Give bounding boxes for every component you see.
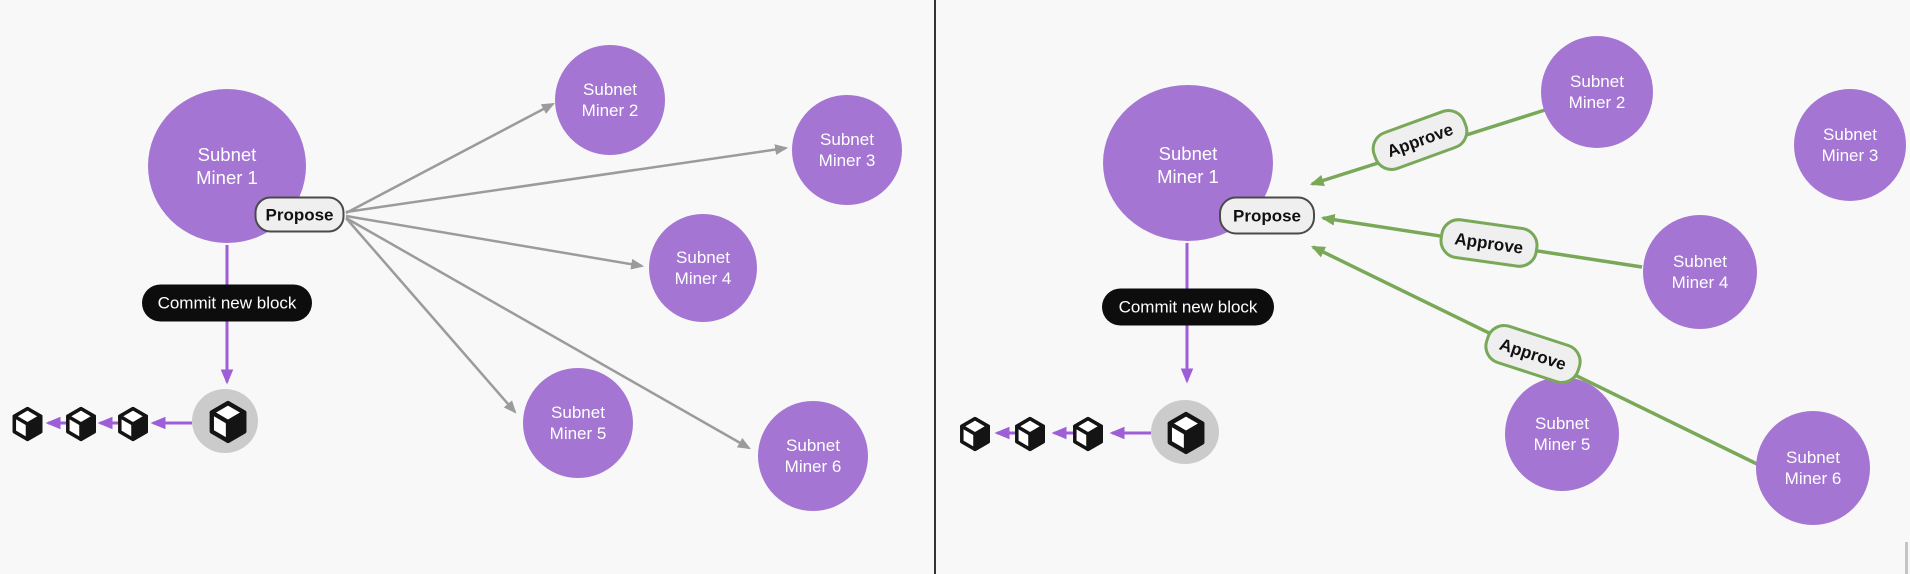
left-miner-6-label-line2: Miner 6 (785, 457, 842, 476)
left-miner-1-label-line2: Miner 1 (196, 167, 258, 188)
left-miner-3-label-line1: Subnet (820, 130, 874, 149)
left-commit-pill (142, 284, 312, 322)
left-propose-text: Propose (265, 206, 333, 225)
right-propose-label: Propose (1219, 196, 1315, 235)
left-miner-5-label-line1: Subnet (551, 403, 605, 422)
left-miner-5-label-line2: Miner 5 (550, 424, 607, 443)
right-miner-6-label-line1: Subnet (1786, 448, 1840, 467)
left-new-block-cube-icon (212, 403, 244, 441)
left-miner-4-circle (649, 214, 757, 322)
left-miner-4-label-line2: Miner 4 (675, 269, 732, 288)
right-miner-2-node: Subnet Miner 2 (1541, 36, 1653, 148)
right-miner-6-node: Subnet Miner 6 (1756, 411, 1870, 525)
right-miner-2-label-line1: Subnet (1570, 72, 1624, 91)
left-miner-2-node: Subnet Miner 2 (555, 45, 665, 155)
left-miner-5-node: Subnet Miner 5 (523, 368, 633, 478)
right-miner-3-label-line1: Subnet (1823, 125, 1877, 144)
right-block-cube-icon (1015, 416, 1045, 452)
right-miner-3-label-line2: Miner 3 (1822, 146, 1879, 165)
right-miner-3-circle (1794, 89, 1906, 201)
right-miner-5-node: Subnet Miner 5 (1505, 377, 1619, 491)
left-block-cube-icon (12, 406, 43, 442)
left-commit-label: Commit new block (142, 284, 312, 322)
left-miner-2-label-line2: Miner 2 (582, 101, 639, 120)
right-commit-pill (1102, 288, 1274, 326)
right-block-cube-icon (1073, 416, 1103, 452)
left-miner-1-label-line1: Subnet (198, 144, 257, 165)
right-miner-5-label-line1: Subnet (1535, 414, 1589, 433)
left-miner-2-label-line1: Subnet (583, 80, 637, 99)
left-commit-text: Commit new block (158, 294, 297, 313)
right-miner-2-label-line2: Miner 2 (1569, 93, 1626, 112)
left-propose-pill (254, 196, 345, 233)
approve-pill-2 (1439, 218, 1539, 268)
left-propose-label: Propose (254, 196, 345, 233)
right-miner-4-label-line1: Subnet (1673, 252, 1727, 271)
left-miner-6-label-line1: Subnet (786, 436, 840, 455)
left-miner-5-circle (523, 368, 633, 478)
approve-label-3: Approve (1484, 324, 1582, 384)
approve-label-2: Approve (1439, 218, 1539, 268)
left-block-cube-icon (66, 406, 96, 442)
right-miner-6-circle (1756, 411, 1870, 525)
left-block-cube-icon (118, 406, 148, 442)
right-new-block-cube-icon (1170, 414, 1202, 452)
left-panel: Subnet Miner 1 Subnet Miner 2 Subnet Min… (12, 45, 902, 511)
scrollbar-thumb[interactable] (1905, 542, 1908, 574)
right-miner-5-label-line2: Miner 5 (1534, 435, 1591, 454)
right-blockchain (960, 400, 1219, 464)
left-miner-4-label-line1: Subnet (676, 248, 730, 267)
left-miner-6-circle (758, 401, 868, 511)
right-miner-3-node: Subnet Miner 3 (1794, 89, 1906, 201)
right-propose-text: Propose (1233, 207, 1301, 226)
right-commit-label: Commit new block (1102, 288, 1274, 326)
left-blockchain (12, 389, 258, 453)
left-miner-3-node: Subnet Miner 3 (792, 95, 902, 205)
right-miner-1-label-line2: Miner 1 (1157, 166, 1219, 187)
propose-arrow-to-miner-6 (345, 216, 751, 450)
right-miner-4-node: Subnet Miner 4 (1643, 215, 1757, 329)
left-miner-3-circle (792, 95, 902, 205)
right-commit-text: Commit new block (1119, 298, 1258, 317)
left-miner-3-label-line2: Miner 3 (819, 151, 876, 170)
right-miner-4-label-line2: Miner 4 (1672, 273, 1729, 292)
right-panel: Subnet Miner 1 Subnet Miner 2 Subnet Min… (960, 36, 1906, 525)
approve-pill-3 (1484, 324, 1582, 384)
left-miner-6-node: Subnet Miner 6 (758, 401, 868, 511)
propose-arrow-to-miner-2 (345, 102, 555, 215)
left-miner-2-circle (555, 45, 665, 155)
right-miner-4-circle (1643, 215, 1757, 329)
right-block-cube-icon (960, 416, 990, 452)
right-miner-6-label-line2: Miner 6 (1785, 469, 1842, 488)
approve-pill-1 (1371, 109, 1469, 171)
right-miner-5-circle (1505, 377, 1619, 491)
right-propose-pill (1219, 196, 1315, 235)
propose-arrow-to-miner-5 (345, 217, 517, 414)
right-miner-1-label-line1: Subnet (1159, 143, 1218, 164)
left-propose-edges (345, 102, 789, 450)
left-miner-4-node: Subnet Miner 4 (649, 214, 757, 322)
right-miner-2-circle (1541, 36, 1653, 148)
propose-arrow-to-miner-3 (345, 144, 789, 214)
propose-arrow-to-miner-4 (345, 214, 645, 270)
